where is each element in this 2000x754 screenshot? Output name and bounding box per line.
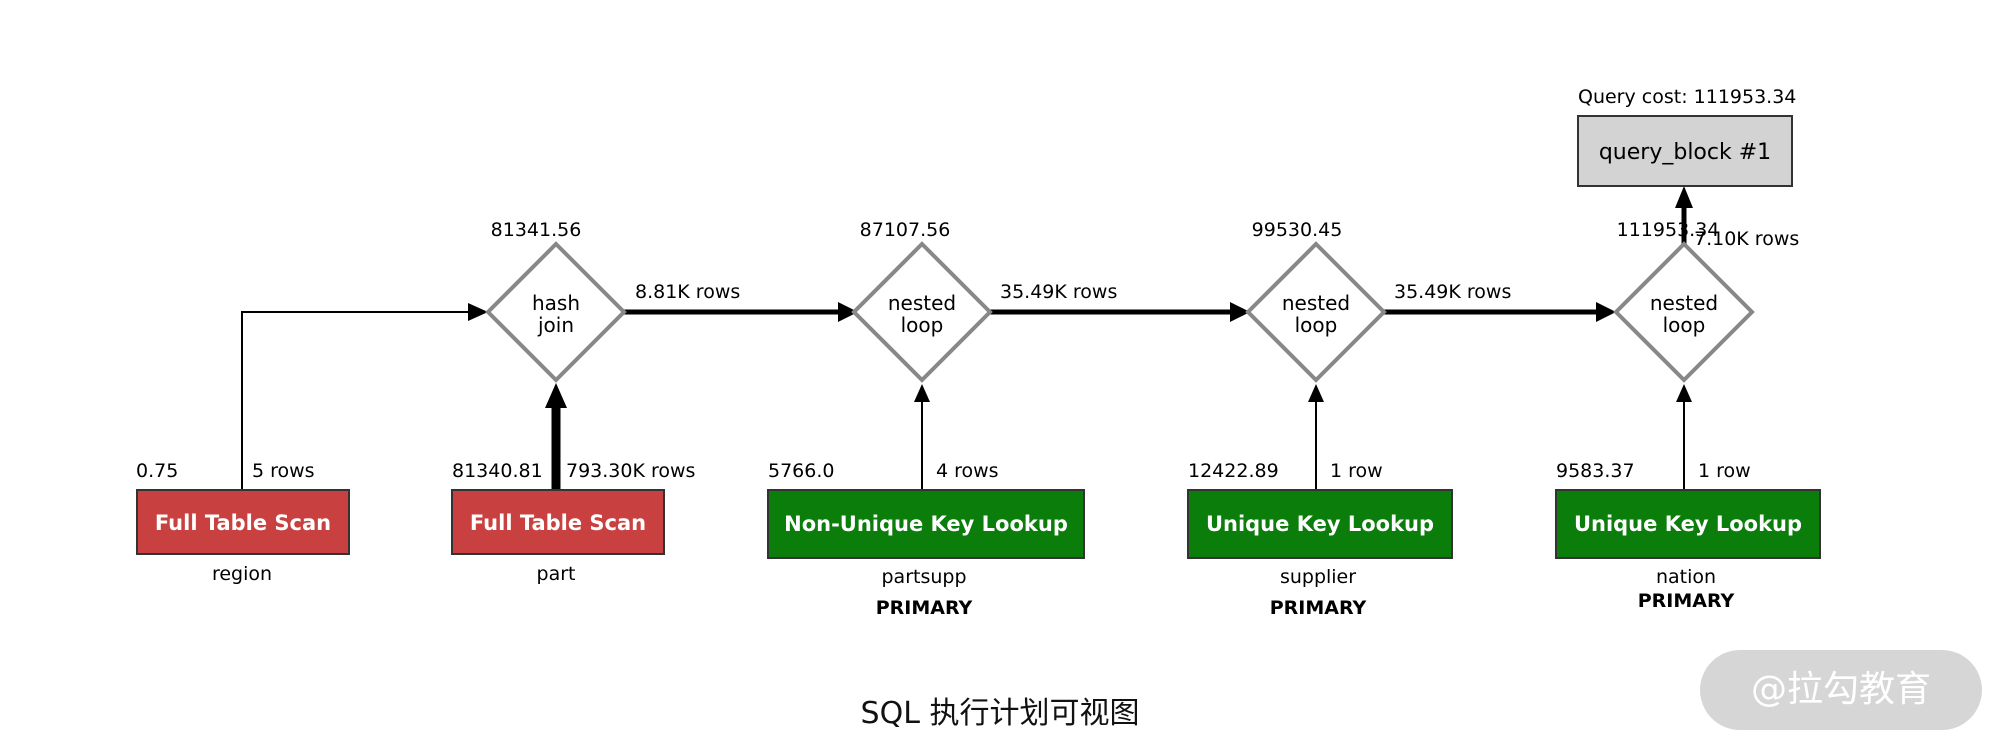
access-type-label: Non-Unique Key Lookup <box>784 512 1068 536</box>
access-rows: 793.30K rows <box>566 460 695 482</box>
access-type-label: Full Table Scan <box>155 511 331 535</box>
join-node-3[interactable]: nested loop 99530.45 35.49K rows <box>1245 219 1511 383</box>
access-type-box <box>451 489 665 555</box>
join-diamond <box>485 241 627 383</box>
access-type-label: Unique Key Lookup <box>1574 512 1802 536</box>
join-cost: 87107.56 <box>860 219 951 241</box>
access-table-name: supplier <box>1280 566 1356 588</box>
figure-caption: SQL 执行计划可视图 <box>860 696 1140 731</box>
join-cost: 111953.34 <box>1617 219 1720 241</box>
access-type-box <box>1187 489 1453 559</box>
access-table-name: partsupp <box>881 566 966 588</box>
access-cost: 5766.0 <box>768 460 834 482</box>
join-op-line1: nested <box>1282 291 1350 315</box>
access-node-part[interactable]: 81340.81 793.30K rows Full Table Scan pa… <box>451 460 695 585</box>
watermark-badge: @拉勾教育 <box>1700 650 1982 730</box>
join-op-line1: nested <box>1650 291 1718 315</box>
query-block-label: query_block #1 <box>1599 140 1771 165</box>
join-output-rows: 8.81K rows <box>635 281 740 303</box>
join-node-1[interactable]: hash join 81341.56 8.81K rows <box>485 219 740 383</box>
access-key-name: PRIMARY <box>876 597 973 619</box>
join-diamond <box>1245 241 1387 383</box>
edge-nation-arrowhead <box>1676 384 1692 402</box>
access-rows: 4 rows <box>936 460 999 482</box>
access-table-name: nation <box>1656 566 1716 588</box>
access-cost: 9583.37 <box>1556 460 1635 482</box>
access-node-partsupp[interactable]: 5766.0 4 rows Non-Unique Key Lookup part… <box>767 460 1085 619</box>
access-table-name: region <box>212 563 272 585</box>
edge-query-block-arrowhead <box>1675 186 1693 208</box>
edge-part-arrowhead <box>545 383 567 408</box>
join-cost: 81341.56 <box>491 219 582 241</box>
join-diamond <box>1613 241 1755 383</box>
join-op-line1: nested <box>888 291 956 315</box>
access-node-region[interactable]: 0.75 5 rows Full Table Scan region <box>136 460 350 585</box>
access-type-box <box>1555 489 1821 559</box>
access-cost: 81340.81 <box>452 460 543 482</box>
edge-partsupp-arrowhead <box>914 384 930 402</box>
access-rows: 5 rows <box>252 460 315 482</box>
access-type-label: Full Table Scan <box>470 511 646 535</box>
edge-join1-arrowhead <box>838 302 858 322</box>
query-block-box[interactable] <box>1577 115 1793 187</box>
join-op-line2: join <box>537 313 574 337</box>
access-cost: 0.75 <box>136 460 178 482</box>
access-type-label: Unique Key Lookup <box>1206 512 1434 536</box>
join-op-line2: loop <box>1295 313 1338 337</box>
join-output-rows: 35.49K rows <box>1000 281 1117 303</box>
access-table-name: part <box>537 563 576 585</box>
join-output-rows: 7.10K rows <box>1694 228 1799 250</box>
join-node-4[interactable]: nested loop 111953.34 7.10K rows <box>1613 219 1799 383</box>
join-cost: 99530.45 <box>1252 219 1343 241</box>
access-rows: 1 row <box>1698 460 1751 482</box>
query-cost-label: Query cost: 111953.34 <box>1578 86 1796 108</box>
access-node-supplier[interactable]: 12422.89 1 row Unique Key Lookup supplie… <box>1187 460 1453 619</box>
access-rows: 1 row <box>1330 460 1383 482</box>
join-node-2[interactable]: nested loop 87107.56 35.49K rows <box>851 219 1117 383</box>
access-node-nation[interactable]: 9583.37 1 row Unique Key Lookup nation P… <box>1555 460 1821 612</box>
join-diamond <box>851 241 993 383</box>
edge-supplier-arrowhead <box>1308 384 1324 402</box>
edge-join2-arrowhead <box>1230 302 1250 322</box>
join-op-line1: hash <box>532 291 580 315</box>
edge-region-arrowhead <box>468 303 488 321</box>
edge-region-to-hash-join <box>241 311 470 490</box>
join-op-line2: loop <box>901 313 944 337</box>
access-key-name: PRIMARY <box>1270 597 1367 619</box>
join-op-line2: loop <box>1663 313 1706 337</box>
join-output-rows: 35.49K rows <box>1394 281 1511 303</box>
edge-join3-arrowhead <box>1596 302 1616 322</box>
access-key-name: PRIMARY <box>1638 590 1735 612</box>
access-cost: 12422.89 <box>1188 460 1279 482</box>
access-type-box <box>136 489 350 555</box>
access-type-box <box>767 489 1085 559</box>
